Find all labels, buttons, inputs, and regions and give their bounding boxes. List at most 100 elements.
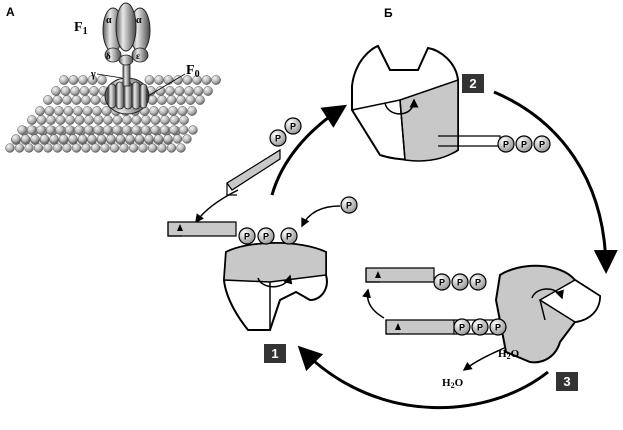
lipid-head [106, 134, 116, 144]
lipid-head [160, 115, 170, 125]
lipid-head [149, 106, 159, 116]
lipid-head [65, 115, 75, 125]
lipid-head [179, 115, 189, 125]
phosphate-circle [433, 273, 451, 291]
lipid-head [144, 134, 154, 144]
lipid-head [158, 106, 169, 116]
phosphate-circle [269, 129, 287, 147]
lipid-head [44, 106, 55, 116]
lipid-head [140, 125, 151, 135]
lipid-head [163, 75, 174, 85]
lipid-head [185, 95, 196, 105]
phosphate-label: P [439, 277, 445, 287]
lipid-head [78, 75, 88, 85]
state-badge-1: 1 [264, 344, 286, 363]
lipid-head [159, 125, 170, 135]
lipid-head [79, 86, 90, 96]
phosphate-circle [453, 318, 471, 336]
lipid-head [155, 86, 166, 96]
lipid-head [147, 143, 158, 153]
lipid-head [109, 143, 120, 153]
lipid-head [52, 95, 63, 105]
phosphate-label: P [263, 231, 269, 241]
f0-leader [147, 73, 186, 97]
phosphate-label: P [290, 121, 296, 131]
panel-b-label: Б [384, 6, 393, 20]
phosphate-label: P [459, 322, 465, 332]
water-label-inner: H2O [498, 348, 520, 361]
lipid-head [62, 143, 72, 153]
phosphate-label: P [286, 231, 292, 241]
lipid-head [138, 143, 148, 153]
lipid-head [49, 134, 59, 144]
alpha-right-label: α [136, 15, 142, 26]
svg-text:1: 1 [271, 346, 278, 361]
incoming-phosphate-arrow [301, 205, 341, 228]
lipid-head [55, 125, 65, 135]
lipid-head [36, 115, 47, 125]
lipid-head [165, 86, 175, 96]
lipid-head [174, 86, 185, 96]
f1-label: F1 [74, 20, 88, 37]
lipid-head [131, 125, 141, 135]
lipid-head [157, 95, 167, 105]
lipid-head [90, 143, 101, 153]
lipid-head [54, 106, 64, 116]
cycle-arrow-2-to-3 [493, 90, 618, 274]
f0-label: F0 [186, 63, 200, 80]
lipid-head [122, 115, 132, 125]
release-arrow-upper [195, 189, 239, 224]
lipid-head [211, 75, 221, 85]
epsilon-label: ε [136, 51, 140, 61]
atp-chain-state-3-bottom [385, 319, 494, 335]
lipid-head [128, 143, 139, 153]
lipid-head [195, 95, 205, 105]
phosphate-circle [238, 227, 256, 245]
lipid-head [96, 134, 107, 144]
lipid-head [193, 86, 204, 96]
lipid-head [153, 134, 164, 144]
lipid-head [62, 95, 72, 105]
lipid-head [192, 75, 202, 85]
lipid-head [102, 125, 113, 135]
lipid-head [141, 115, 151, 125]
lipid-head [154, 75, 164, 85]
lipid-head [33, 143, 44, 153]
lipid-head [188, 125, 198, 135]
panel-a: А F1 α α δ ε γ F0 [5, 2, 221, 153]
phosphate-circle [451, 273, 469, 291]
lipid-head [87, 75, 98, 85]
lipid-head [201, 75, 212, 85]
phosphate-circle [340, 196, 358, 214]
lipid-head [93, 115, 104, 125]
catalytic-subunit-state-2 [351, 44, 501, 162]
lipid-head [166, 143, 177, 153]
lipid-head [68, 75, 79, 85]
panel-a-label: А [6, 5, 15, 19]
lipid-head [60, 86, 71, 96]
phosphate-label: P [495, 322, 501, 332]
lipid-head [20, 134, 31, 144]
lipid-head [187, 106, 197, 116]
phosphate-label: P [503, 139, 509, 149]
lipid-head [103, 115, 113, 125]
lipid-head [11, 134, 21, 144]
release-arrow-state-3 [362, 288, 385, 319]
lipid-head [5, 143, 15, 153]
lipid-head [112, 115, 123, 125]
cycle-arrow-1-to-2 [270, 104, 348, 196]
lipid-head [97, 75, 107, 85]
phosphate-circle [489, 318, 507, 336]
lipid-head [169, 125, 179, 135]
phosphate-circle [471, 318, 489, 336]
panel-b: Б [167, 6, 618, 409]
lipid-head [119, 143, 129, 153]
lipid-head [182, 134, 192, 144]
lipid-head [17, 125, 27, 135]
lipid-head [82, 106, 93, 116]
atp-chain-state-1 [167, 221, 237, 237]
lipid-head [150, 125, 160, 135]
lipid-head [26, 125, 37, 135]
lipid-head [184, 86, 194, 96]
lipid-head [64, 125, 75, 135]
